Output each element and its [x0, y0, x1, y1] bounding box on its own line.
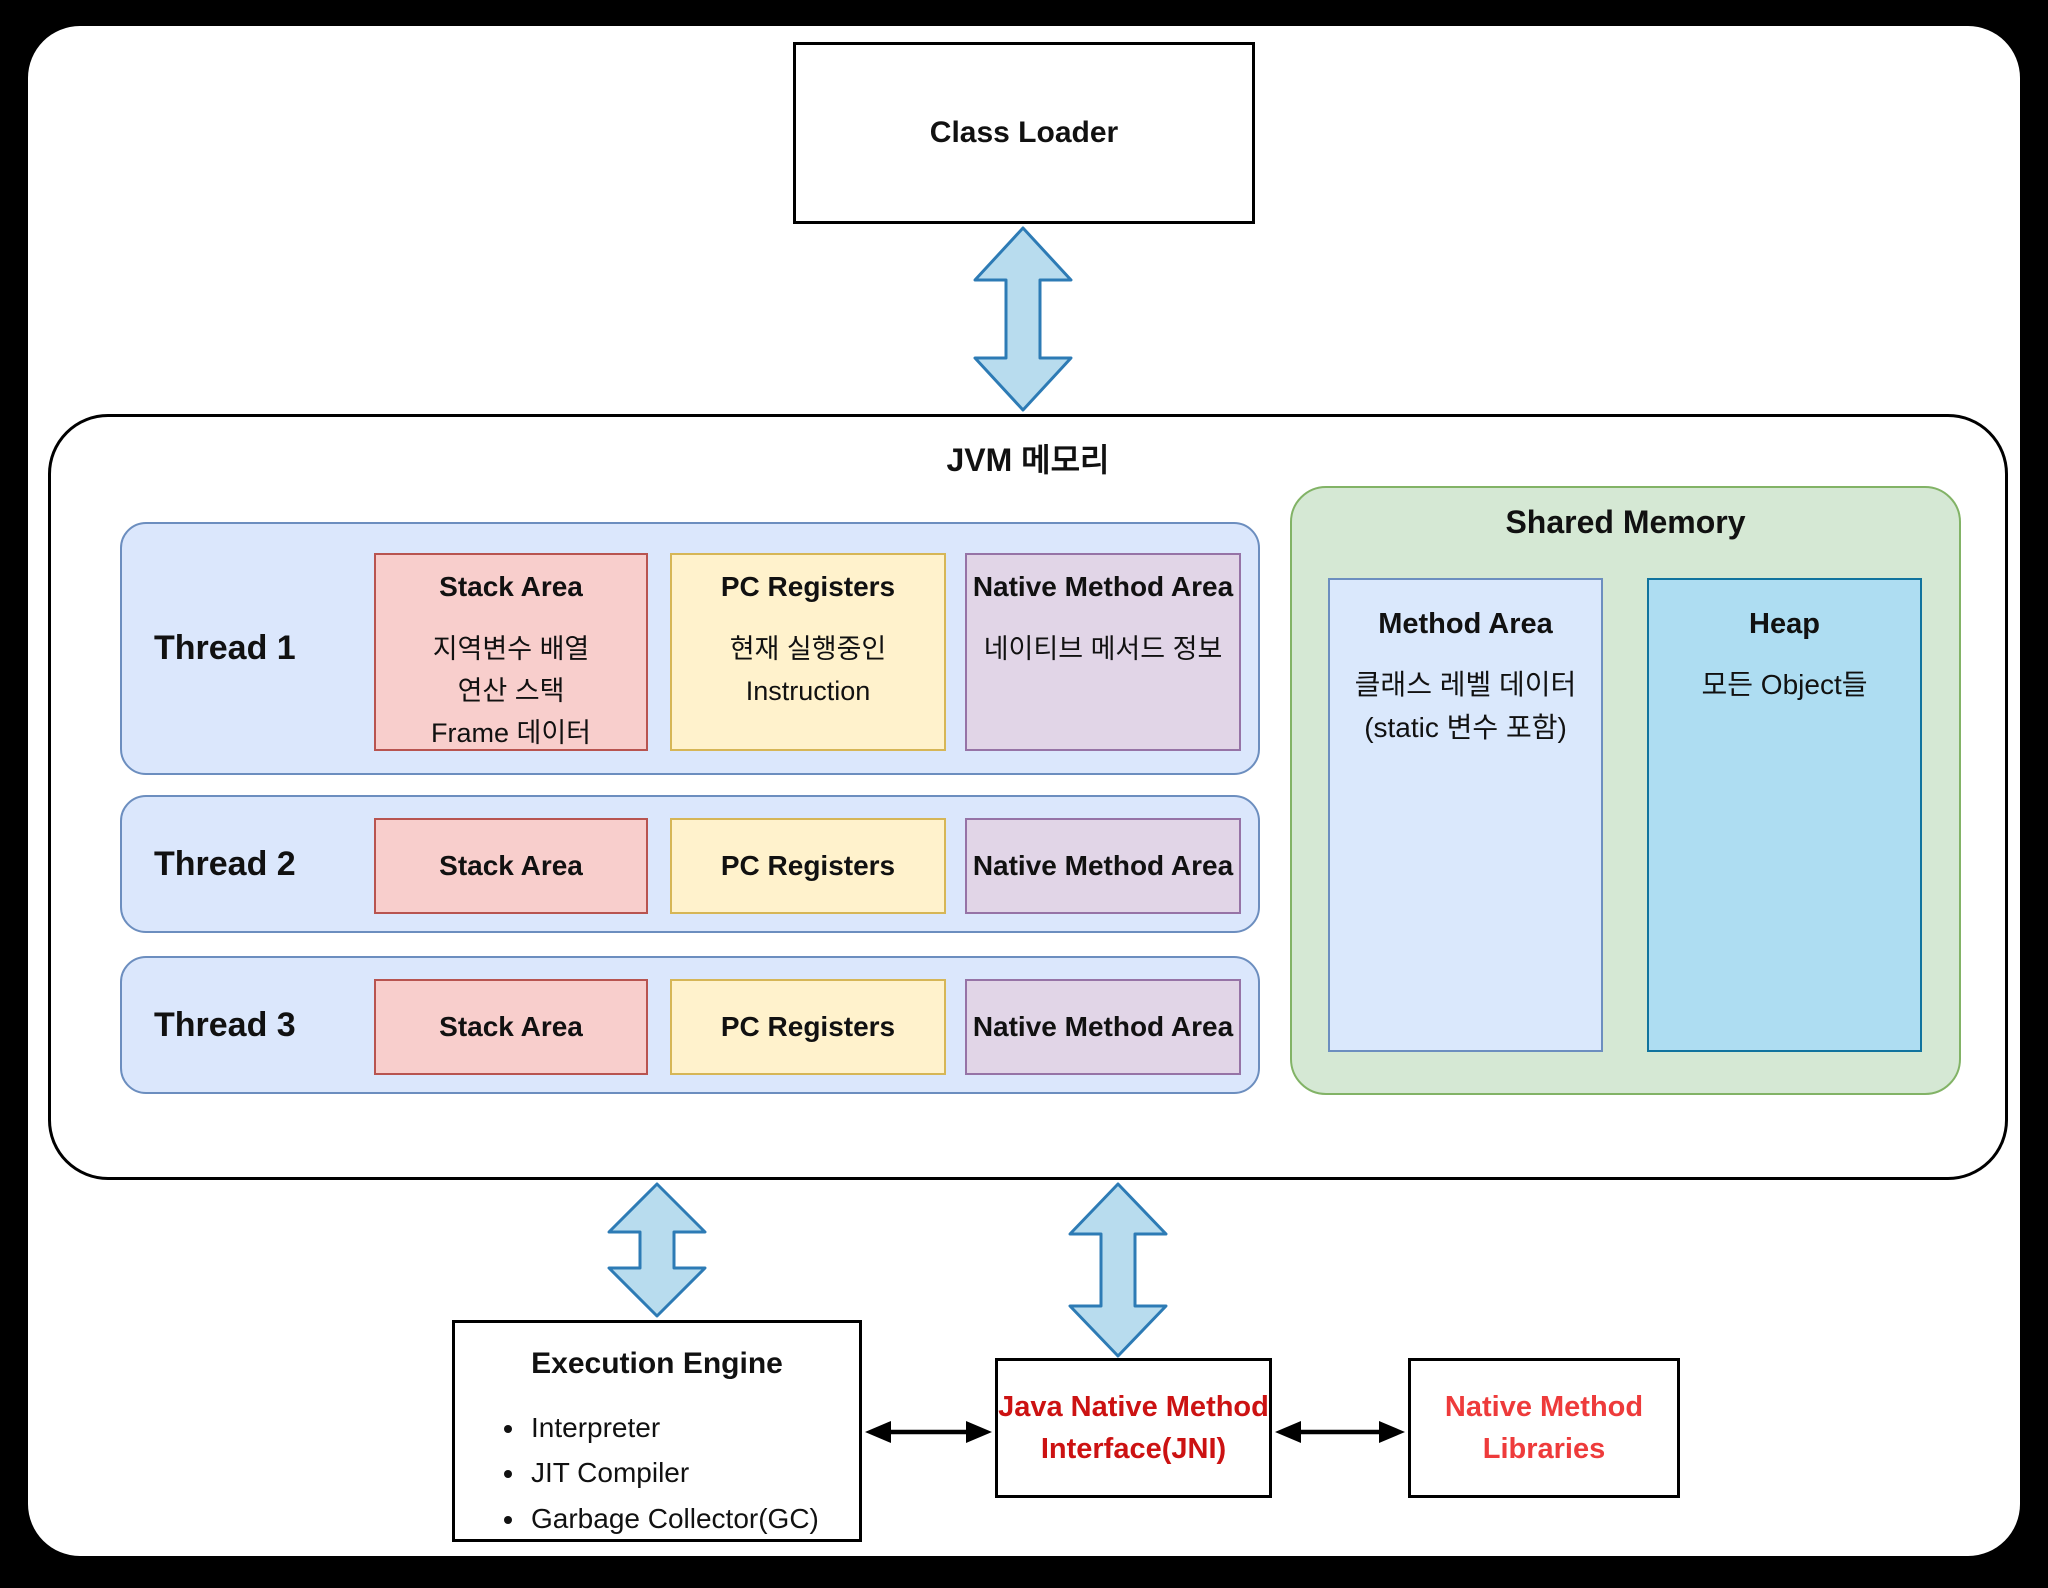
thread-3-label: Thread 3 — [154, 1005, 296, 1044]
heap-box: Heap 모든 Object들 — [1647, 578, 1922, 1052]
thread-2-label: Thread 2 — [154, 844, 296, 883]
execution-engine-item: Garbage Collector(GC) — [527, 1496, 859, 1541]
jni-box: Java Native Method Interface(JNI) — [995, 1358, 1272, 1498]
thread-3-pc-registers-box: PC Registers — [670, 979, 946, 1075]
stack-area-title: Stack Area — [439, 571, 583, 602]
method-area-line: 클래스 레벨 데이터 — [1354, 669, 1577, 700]
jni-nativelibraries-bidirectional-arrow-icon — [1272, 1416, 1408, 1448]
execution-engine-title: Execution Engine — [531, 1347, 783, 1380]
thread-3-row: Thread 3 Stack Area PC Registers Native … — [120, 956, 1260, 1094]
thread-3-native-method-area-box: Native Method Area — [965, 979, 1241, 1075]
stack-area-line: Frame 데이터 — [430, 717, 592, 748]
native-method-area-line: 네이티브 메서드 정보 — [983, 634, 1223, 664]
jvm-executionengine-bidirectional-arrow-icon — [605, 1181, 709, 1319]
thread-2-stack-area-box: Stack Area — [374, 818, 648, 914]
native-method-area-title: Native Method Area — [972, 571, 1234, 602]
pc-registers-title: PC Registers — [720, 1011, 896, 1042]
native-method-libraries-box: Native Method Libraries — [1408, 1358, 1680, 1498]
method-area-title: Method Area — [1378, 608, 1553, 640]
jvm-jni-bidirectional-arrow-icon — [1066, 1181, 1170, 1359]
thread-1-pc-registers-box: PC Registers 현재 실행중인 Instruction — [670, 553, 946, 751]
class-loader-box: Class Loader — [793, 42, 1255, 224]
thread-2-row: Thread 2 Stack Area PC Registers Native … — [120, 795, 1260, 933]
jni-title-line2: Interface(JNI) — [1040, 1433, 1227, 1465]
thread-2-pc-registers-box: PC Registers — [670, 818, 946, 914]
thread-1-row: Thread 1 Stack Area 지역변수 배열 연산 스택 Frame … — [120, 522, 1260, 775]
pc-registers-line: 현재 실행중인 — [729, 634, 887, 664]
method-area-line: (static 변수 포함) — [1364, 712, 1567, 744]
thread-2-native-method-area-box: Native Method Area — [965, 818, 1241, 914]
heap-title: Heap — [1749, 608, 1820, 640]
jvm-memory-title: JVM 메모리 — [946, 442, 1110, 478]
native-method-area-title: Native Method Area — [972, 1011, 1234, 1042]
classloader-jvm-bidirectional-arrow-icon — [971, 225, 1075, 413]
thread-3-stack-area-box: Stack Area — [374, 979, 648, 1075]
native-method-libraries-line1: Native Method — [1444, 1390, 1644, 1423]
native-method-libraries-line2: Libraries — [1482, 1433, 1606, 1465]
execution-engine-item: Interpreter — [527, 1405, 859, 1450]
execution-engine-list: Interpreter JIT Compiler Garbage Collect… — [455, 1405, 859, 1541]
stack-area-title: Stack Area — [439, 850, 583, 881]
executionengine-jni-bidirectional-arrow-icon — [862, 1416, 995, 1448]
thread-1-native-method-area-box: Native Method Area 네이티브 메서드 정보 — [965, 553, 1241, 751]
execution-engine-item: JIT Compiler — [527, 1450, 859, 1495]
jvm-memory-box: JVM 메모리 Thread 1 Stack Area 지역변수 배열 연산 스… — [48, 414, 2008, 1180]
stack-area-title: Stack Area — [439, 1011, 583, 1042]
pc-registers-title: PC Registers — [720, 850, 896, 881]
diagram-canvas: Class Loader JVM 메모리 Thread 1 Stack Area… — [28, 26, 2020, 1556]
method-area-box: Method Area 클래스 레벨 데이터 (static 변수 포함) — [1328, 578, 1603, 1052]
shared-memory-box: Shared Memory Method Area 클래스 레벨 데이터 (st… — [1290, 486, 1961, 1095]
heap-line: 모든 Object들 — [1701, 669, 1868, 700]
pc-registers-line: Instruction — [745, 675, 871, 706]
jni-title-line1: Java Native Method — [998, 1390, 1269, 1423]
stack-area-line: 지역변수 배열 — [432, 634, 590, 664]
class-loader-title: Class Loader — [929, 116, 1119, 149]
stack-area-line: 연산 스택 — [457, 675, 565, 706]
native-method-area-title: Native Method Area — [972, 850, 1234, 881]
execution-engine-box: Execution Engine Interpreter JIT Compile… — [452, 1320, 862, 1542]
thread-1-label: Thread 1 — [154, 629, 296, 667]
pc-registers-title: PC Registers — [720, 571, 896, 602]
thread-1-stack-area-box: Stack Area 지역변수 배열 연산 스택 Frame 데이터 — [374, 553, 648, 751]
shared-memory-title: Shared Memory — [1505, 504, 1746, 540]
